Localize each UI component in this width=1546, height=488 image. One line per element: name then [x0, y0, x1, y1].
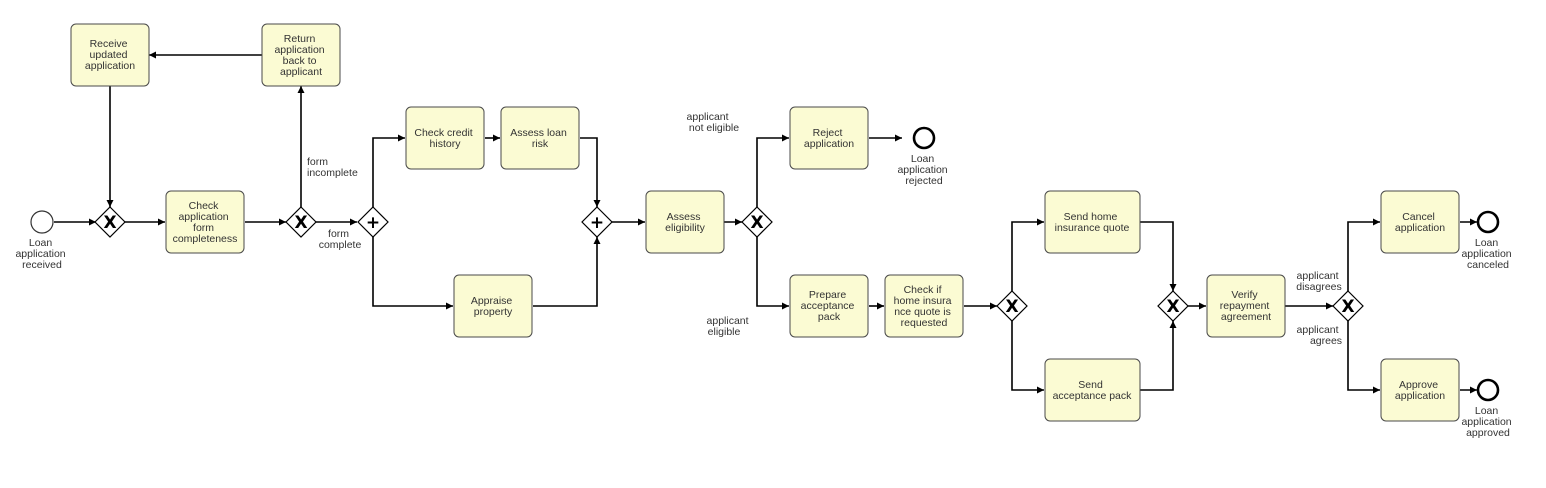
exclusive-gateway-icon: X — [1166, 297, 1179, 317]
task-label: Assess loan risk — [510, 127, 570, 150]
task-appraise-property[interactable]: Appraise property — [453, 274, 533, 338]
exclusive-gateway-icon: X — [750, 213, 763, 233]
exclusive-gateway-icon: X — [103, 213, 116, 233]
task-assess-eligibility[interactable]: Assess eligibility — [645, 190, 725, 254]
end-event-loan-rejected[interactable] — [912, 126, 936, 150]
flow-label-form-incomplete: form incomplete — [307, 156, 358, 179]
task-label: Reject application — [804, 127, 854, 150]
flow-agrees — [1347, 321, 1380, 394]
flow-to-send-pack — [1011, 321, 1044, 394]
task-cancel-application[interactable]: Cancel application — [1380, 190, 1460, 254]
flow-label-form-complete: form complete — [319, 228, 362, 251]
canceled-event-label: Loan application canceled — [1461, 237, 1514, 271]
flow-pack-to-merge — [1140, 321, 1177, 391]
sequence-flows — [54, 51, 1477, 394]
exclusive-gateway-icon: X — [1341, 297, 1354, 317]
parallel-gateway-icon: + — [366, 213, 380, 233]
parallel-gateway-icon: + — [590, 213, 604, 233]
exclusive-gateway-merge[interactable]: X — [94, 206, 126, 238]
flow-label-eligible: applicant eligible — [707, 315, 752, 338]
exclusive-gateway-agreement[interactable]: X — [1332, 290, 1364, 322]
task-check-credit-history[interactable]: Check credit history — [405, 106, 485, 170]
task-label: Approve application — [1395, 379, 1445, 402]
flow-risk-to-join — [580, 137, 601, 207]
parallel-gateway-split[interactable]: + — [357, 206, 389, 238]
exclusive-gateway-icon: X — [294, 213, 307, 233]
task-label: Prepare acceptance pack — [801, 289, 858, 323]
exclusive-gateway-insurance[interactable]: X — [996, 290, 1028, 322]
task-label: Check credit history — [414, 127, 475, 150]
start-event-label: Loan application received — [15, 237, 68, 271]
task-reject-application[interactable]: Reject application — [789, 106, 869, 170]
task-label: Assess eligibility — [665, 211, 705, 234]
task-label: Appraise property — [471, 295, 515, 318]
flow-eligible — [756, 237, 789, 310]
task-send-home-insurance-quote[interactable]: Send home insurance quote — [1044, 190, 1141, 254]
task-prepare-acceptance-pack[interactable]: Prepare acceptance pack — [789, 274, 869, 338]
task-assess-loan-risk[interactable]: Assess loan risk — [500, 106, 580, 170]
flow-label-agrees: applicant agrees — [1297, 324, 1343, 347]
approved-event-label: Loan application approved — [1461, 405, 1514, 439]
flow-insurance-to-merge — [1140, 221, 1177, 291]
task-check-form-completeness[interactable]: Check application form completeness — [165, 190, 245, 254]
end-event-loan-approved[interactable] — [1476, 378, 1500, 402]
task-label: Cancel application — [1395, 211, 1445, 234]
flow-not-eligible — [756, 134, 789, 207]
end-event-loan-canceled[interactable] — [1476, 210, 1500, 234]
task-label: Check application form completeness — [173, 200, 238, 245]
task-label: Send home insurance quote — [1055, 211, 1130, 234]
flow-appraise-to-join — [533, 237, 601, 307]
rejected-event-label: Loan application rejected — [897, 153, 950, 187]
task-check-home-insurance-requested[interactable]: Check if home insura nce quote is reques… — [884, 274, 964, 338]
flow-label-disagrees: applicant disagrees — [1296, 270, 1342, 293]
flow-split-to-credit — [372, 134, 405, 207]
exclusive-gateway-eligibility[interactable]: X — [741, 206, 773, 238]
task-label: Verify repayment agreement — [1220, 289, 1273, 323]
task-label: Return application back to applicant — [274, 33, 327, 78]
task-approve-application[interactable]: Approve application — [1380, 358, 1460, 422]
task-receive-updated-application[interactable]: Receive updated application — [70, 23, 150, 87]
start-event-loan-received[interactable] — [30, 210, 54, 234]
flow-disagrees — [1347, 218, 1380, 291]
flow-to-send-insurance — [1011, 218, 1044, 291]
parallel-gateway-join[interactable]: + — [581, 206, 613, 238]
flow-label-not-eligible: applicant not eligible — [687, 111, 740, 134]
task-return-application[interactable]: Return application back to applicant — [261, 23, 341, 87]
task-send-acceptance-pack[interactable]: Send acceptance pack — [1044, 358, 1141, 422]
exclusive-gateway-form-check[interactable]: X — [285, 206, 317, 238]
exclusive-gateway-merge-2[interactable]: X — [1157, 290, 1189, 322]
task-label: Send acceptance pack — [1053, 379, 1133, 402]
flow-split-to-appraise — [372, 237, 453, 310]
exclusive-gateway-icon: X — [1005, 297, 1018, 317]
task-verify-repayment-agreement[interactable]: Verify repayment agreement — [1206, 274, 1286, 338]
task-label: Receive updated application — [85, 38, 135, 72]
task-label: Check if home insura nce quote is reques… — [894, 284, 955, 329]
